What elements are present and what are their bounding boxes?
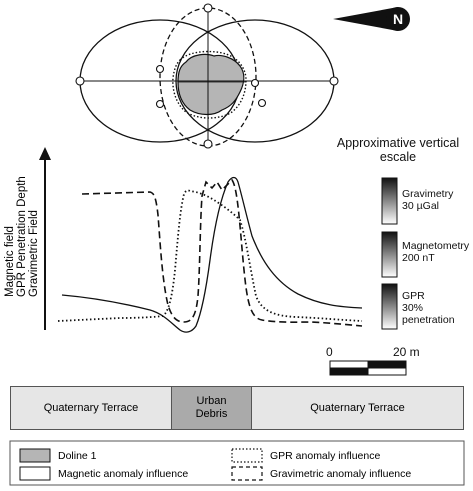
legend-label-gravimetric: Gravimetric anomaly influence (270, 468, 412, 480)
gpr-name: GPR (402, 290, 425, 302)
legend-frame (9, 440, 465, 486)
vertical-scale-bars (381, 177, 398, 330)
gravimetry-scale-bar (381, 177, 398, 225)
plan-markers (75, 3, 339, 149)
gpr-scale-bar (381, 283, 398, 330)
legend-swatch-gravimetric (231, 466, 263, 481)
magnetometry-value: 200 nT (402, 252, 435, 264)
legend-label-gpr: GPR anomaly influence (270, 450, 381, 462)
terrain-label-center: Urban Debris (195, 395, 228, 420)
gravimetric-profile (81, 178, 363, 327)
vertical-scale-title: Approximative vertical escale (336, 136, 460, 164)
legend-label-doline: Doline 1 (58, 450, 97, 462)
magnetometry-scale-label: Magnetometry 200 nT (402, 240, 469, 264)
profiles (57, 176, 363, 333)
magnetometry-scale-bar (381, 231, 398, 278)
gravimetry-scale-label: Gravimetry 30 µGal (402, 188, 453, 212)
magnetometry-name: Magnetometry (402, 240, 470, 252)
terrain-quaternary-terrace-right: Quaternary Terrace (251, 386, 464, 430)
terrain-urban-debris: Urban Debris (171, 386, 252, 430)
doline-shape (177, 53, 245, 116)
legend-swatch-gpr (231, 448, 263, 463)
gpr-outline (172, 50, 247, 119)
terrain-label-left: Quaternary Terrace (43, 401, 139, 414)
gpr-scale-label: GPR 30% penetration (402, 290, 462, 326)
map-scale-bar (329, 360, 407, 376)
terrain-quaternary-terrace-left: Quaternary Terrace (10, 386, 172, 430)
legend-label-magnetic: Magnetic anomaly influence (58, 468, 189, 480)
legend-swatch-magnetic (19, 466, 51, 481)
magnetic-profile (61, 176, 363, 333)
field-label-magnetic: Magnetic field (4, 226, 16, 297)
map-scale-start: 0 (326, 345, 333, 359)
terrain-label-right: Quaternary Terrace (310, 401, 405, 414)
plan-view (75, 3, 339, 149)
gpr-value: 30% penetration (402, 302, 455, 326)
north-letter: N (393, 11, 403, 27)
field-label-gravimetric: Gravimetric Field (28, 210, 40, 297)
legend-swatch-doline (19, 448, 51, 463)
north-arrow: N (333, 7, 410, 31)
vertical-axis-arrow (39, 147, 51, 330)
field-label-gpr: GPR Penetration Depth (16, 176, 28, 297)
gravimetry-name: Gravimetry (402, 188, 454, 200)
map-scale-end: 20 m (393, 345, 420, 359)
gravimetry-value: 30 µGal (402, 200, 439, 212)
